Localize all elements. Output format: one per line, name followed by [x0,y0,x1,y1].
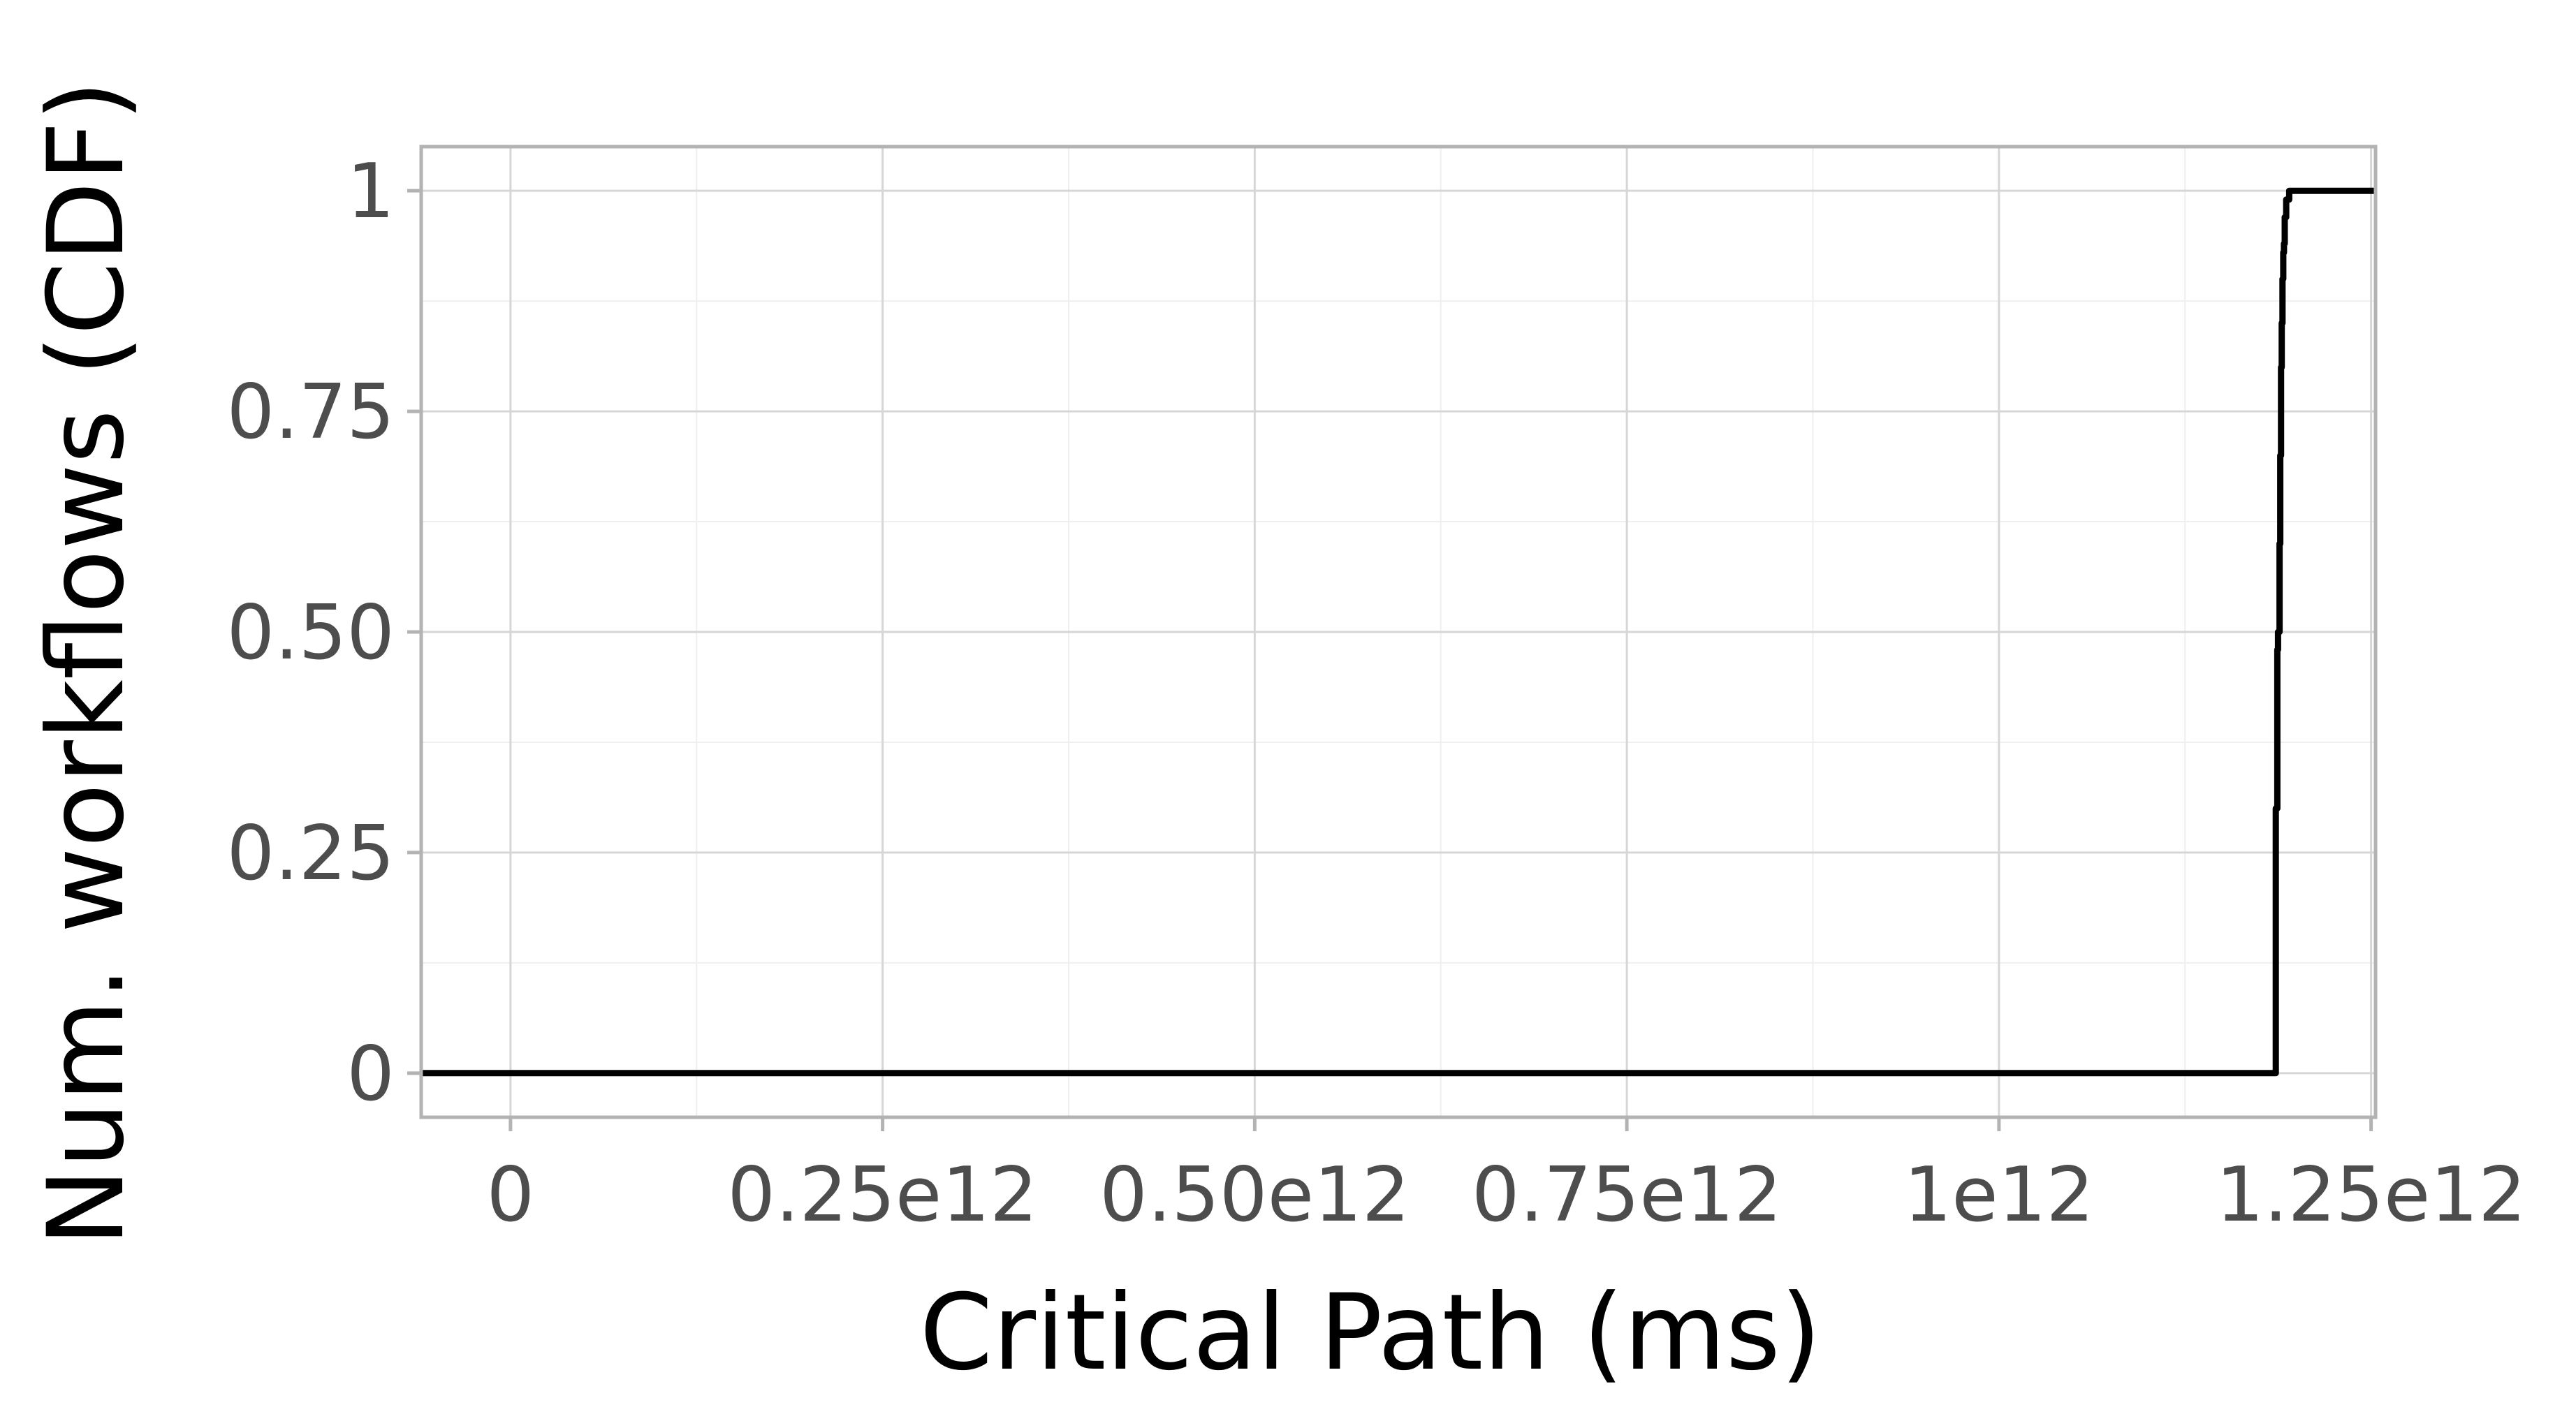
y-axis-title: Num. workflows (CDF) [26,80,147,1246]
y-tick-label: 0.75 [227,369,395,456]
x-tick-label: 0.75e12 [1472,1151,1782,1239]
x-tick-label: 1e12 [1904,1151,2095,1239]
tick-labels: 0 0.25e12 0.50e12 0.75e12 1e12 1.25e12 0 0.25 0.… [227,148,2526,1239]
x-tick-label: 0.50e12 [1099,1151,1410,1239]
y-tick-label: 0.50 [227,589,395,677]
x-tick-label: 1.25e12 [2216,1151,2526,1239]
y-tick-label: 0 [346,1031,395,1118]
x-tick-label: 0.25e12 [727,1151,1037,1239]
x-axis-title: Critical Path (ms) [920,1272,1822,1394]
grid [421,147,2376,1117]
x-tick-label: 0 [487,1151,535,1239]
y-tick-label: 0.25 [227,810,395,897]
y-tick-label: 1 [346,148,395,235]
axis-ticks [407,189,2373,1131]
cdf-series-line [421,187,2376,1077]
series-layer [421,187,2376,1077]
